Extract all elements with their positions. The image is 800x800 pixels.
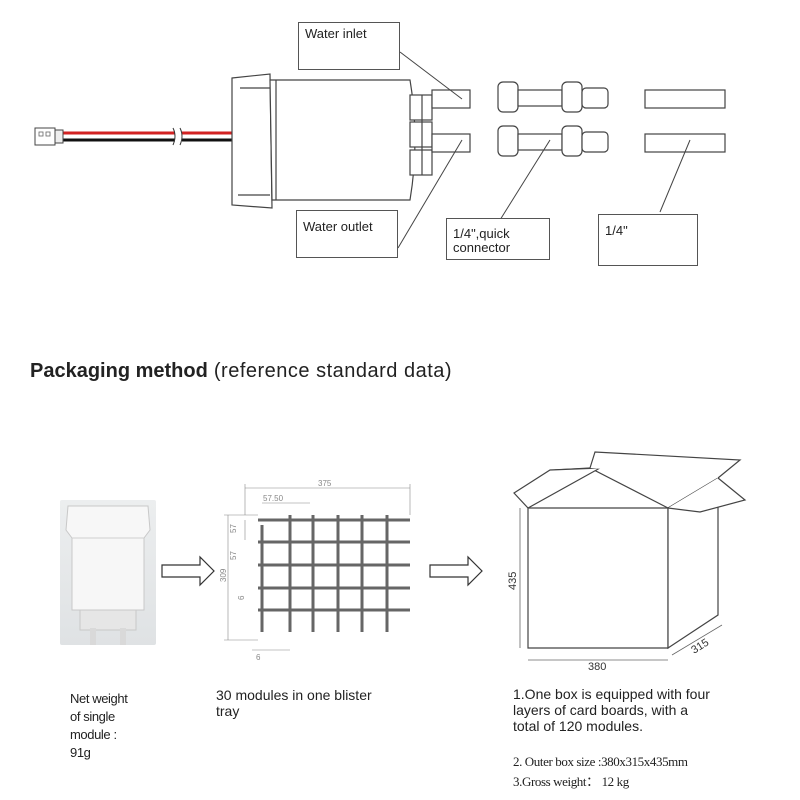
module-image xyxy=(65,505,151,645)
quick-connector-label-2: connector xyxy=(453,240,511,255)
packaging-title-bold: Packaging method xyxy=(30,360,208,382)
blister-tray-drawing xyxy=(224,484,411,651)
box-depth-label: 315 xyxy=(689,637,711,657)
tubes xyxy=(644,89,726,153)
water-inlet-callout: Water inlet xyxy=(298,22,400,70)
tray-caption: 30 modules in one blister tray xyxy=(216,687,416,719)
box-caption: 1.One box is equipped with four layers o… xyxy=(513,686,793,734)
leader-lines xyxy=(397,51,691,249)
packaging-title-light: (reference standard data) xyxy=(207,360,453,382)
tray-offset-label: 6 xyxy=(256,653,261,662)
quick-connector-label-1: 1/4",quick xyxy=(453,226,510,241)
box-height-label: 435 xyxy=(507,572,519,590)
box-width-label: 380 xyxy=(588,661,606,673)
single-module-line-3: module : xyxy=(70,727,117,742)
single-module-line-4: 91g xyxy=(70,745,91,760)
tray-margin-label: 6 xyxy=(237,595,246,600)
water-outlet-callout: Water outlet xyxy=(296,210,398,258)
tray-caption-line-1: 30 modules in one blister xyxy=(216,687,372,703)
box-caption-line-4: 2. Outer box size :380x315x435mm xyxy=(513,754,688,769)
tray-width-label: 375 xyxy=(318,479,332,488)
box-caption-line-2: layers of card boards, with a xyxy=(513,702,689,718)
box-caption-line-1: 1.One box is equipped with four xyxy=(513,686,710,702)
quick-connector-callout: 1/4",quick connector xyxy=(446,218,550,260)
cable-plug xyxy=(34,127,64,146)
power-cable xyxy=(60,127,240,146)
packaging-heading: Packaging method (reference standard dat… xyxy=(30,360,452,383)
box-caption-line-5: 3.Gross weight： 12 kg xyxy=(513,774,629,789)
tray-pitch-y-label: 57 xyxy=(229,524,238,533)
tray-dimension-labels: 375 57.50 57 57 309 6 6 xyxy=(219,479,332,662)
flow-arrow-2 xyxy=(429,555,483,587)
module-photo xyxy=(60,500,156,645)
flow-arrow-1 xyxy=(161,555,215,587)
box-caption-line-3: total of 120 modules. xyxy=(513,718,643,734)
single-module-line-2: of single xyxy=(70,709,115,724)
tray-pitch-x-label: 57.50 xyxy=(263,494,284,503)
tray-caption-line-2: tray xyxy=(216,703,240,719)
tray-pitch-y2-label: 57 xyxy=(229,551,238,560)
water-inlet-label: Water inlet xyxy=(305,26,367,41)
tray-height-label: 309 xyxy=(219,568,228,582)
single-module-caption: Net weight of single module : 91g xyxy=(70,690,170,762)
water-outlet-label: Water outlet xyxy=(303,219,373,234)
pump-body xyxy=(231,73,433,209)
single-module-line-1: Net weight xyxy=(70,691,128,706)
box-dimension-lines xyxy=(519,508,723,661)
tube-size-label: 1/4" xyxy=(605,223,628,238)
outer-box-drawing xyxy=(513,451,747,650)
tube-size-callout: 1/4" xyxy=(598,214,698,266)
pump-ports xyxy=(431,89,471,153)
gross-weight-caption: 3.Gross weight： 12 kg xyxy=(513,774,793,790)
box-size-caption: 2. Outer box size :380x315x435mm xyxy=(513,754,793,770)
quick-connectors xyxy=(497,81,609,157)
